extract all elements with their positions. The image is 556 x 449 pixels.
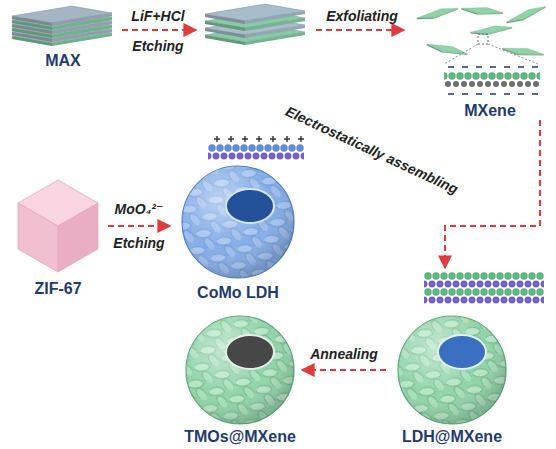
ldh-mxene-hollow-sphere [398,316,506,424]
node-label: MXene [464,102,516,120]
tmos-mxene-hollow-sphere [186,316,294,424]
etched-stack [205,4,305,24]
zif67-dodecahedron [18,180,98,272]
edge-label-holder: Electrostatically assembling [283,103,460,197]
como-ldh-hollow-sphere [182,166,294,278]
node-label: ZIF-67 [34,280,81,298]
process-label-holder: Exfoliating [326,8,398,24]
process-arrow [122,29,196,31]
como-ldh-sheet-inset [208,144,304,152]
illustration-node: ZIF-67 [8,176,108,298]
etched-stack [205,4,305,45]
zif67-dodecahedron [58,203,98,272]
magnifier-lines [444,34,538,64]
ldh-mxene-hollow-sphere [398,316,506,424]
process-label: Etching [113,235,164,251]
tmos-mxene-hollow-sphere [226,335,274,369]
tmos-mxene-hollow-sphere [186,316,294,424]
ldh-mxene-sheet-inset [424,296,544,304]
process-label-holder: Etching [113,235,164,251]
process-label-holder: MoO₄²⁻ [115,201,164,217]
node-label: CoMo LDH [197,284,279,302]
process-label: LiF+HCl [131,8,184,24]
process-arrow [108,225,170,227]
ldh-mxene-hollow-sphere [398,316,506,424]
como-ldh-sheet-inset [208,136,304,160]
como-ldh-sheet-inset [208,152,304,160]
illustration-node: MAX [6,4,120,70]
mxene-sheet-inset [444,80,540,88]
mxene-flakes [461,4,504,18]
node-label: MAX [45,52,81,70]
edge-label-holder: Annealing [310,346,378,362]
illustration-node: LDH@MXene [386,268,554,446]
mxene-flakes [416,5,459,22]
como-ldh-hollow-sphere [226,189,274,223]
max-phase-stack [12,6,112,26]
mxene-sheet-inset [448,67,538,94]
mxene-flakes [505,4,547,26]
process-label: Exfoliating [326,8,398,24]
process-label-holder: LiF+HCl [131,8,184,24]
illustration-node: TMOs@MXene [178,308,302,446]
node-label: TMOs@MXene [184,428,296,446]
node-label: LDH@MXene [402,428,502,446]
mxene-flakes [470,24,513,36]
edge-label: Annealing [310,346,378,362]
ldh-mxene-sheet-inset [424,288,544,296]
tmos-mxene-hollow-sphere [186,316,294,424]
edge-label: Electrostatically assembling [283,103,460,197]
mxene-flakes [426,40,469,59]
como-ldh-hollow-sphere [182,166,294,278]
zif67-dodecahedron [18,203,58,272]
process-label: Etching [132,38,183,54]
como-ldh-hollow-sphere [182,166,294,278]
como-ldh-sheet-inset [214,136,304,142]
ldh-mxene-hollow-sphere [438,335,486,369]
process-arrow [445,120,540,268]
max-phase-stack [12,6,112,46]
process-arrow [316,29,404,31]
mxene-flakes [416,4,547,60]
illustration-node: MXene [408,0,554,120]
ldh-mxene-sheet-inset [424,280,544,288]
process-label: MoO₄²⁻ [115,201,164,217]
illustration-node: CoMo LDH [170,132,310,302]
ldh-mxene-sheet-inset [424,272,544,280]
process-arrow [302,369,386,371]
mxene-sheet-inset [444,72,540,80]
magnifier-lines [478,34,488,44]
process-label-holder: Etching [132,38,183,54]
mxene-sheet-inset [444,67,540,94]
ldh-mxene-sheet-inset [424,272,544,304]
magnifier-lines [444,44,538,64]
process-arrow [122,30,404,31]
